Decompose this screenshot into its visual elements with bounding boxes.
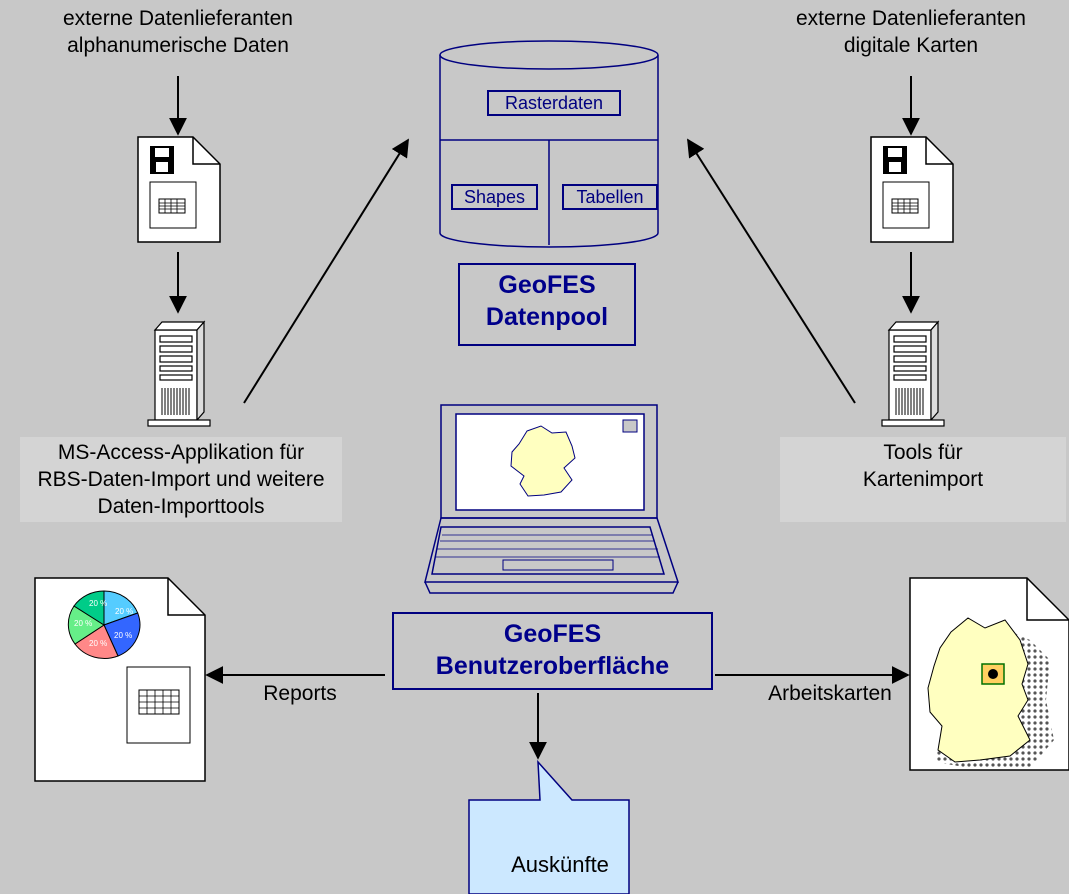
server-icon-right [881, 320, 945, 427]
info-label: Auskünfte [511, 852, 609, 877]
tabellen-label: Tabellen [562, 184, 658, 210]
tool-label-panel-left [20, 437, 342, 522]
arrow-left-tools-to-datapool [243, 138, 409, 404]
source-right-label: externe Datenlieferanten digitale Karten [735, 5, 1069, 59]
maps-label: Arbeitskarten [768, 682, 892, 705]
data-file-icon-right [870, 136, 954, 243]
pie-label-1: 20 % [89, 599, 108, 608]
map-document-icon [909, 577, 1069, 771]
pie-label-3: 20 % [74, 619, 93, 628]
pie-label-4: 20 % [114, 631, 133, 640]
pie-label-2: 20 % [115, 607, 134, 616]
tools-right-line2: Kartenimport [862, 468, 984, 491]
source-left-line1: externe Datenlieferanten [63, 7, 293, 30]
info-callout [468, 759, 630, 894]
tools-right-line1: Tools für [883, 441, 963, 464]
datapool-title-line1: GeoFES [498, 271, 596, 299]
ui-title: GeoFES Benutzeroberfläche [392, 612, 713, 690]
database-cylinder [439, 40, 659, 248]
data-file-icon-left [137, 136, 221, 243]
reports-label: Reports [263, 682, 337, 705]
laptop-icon [424, 404, 680, 594]
tools-left-line1: MS-Access-Applikation für [57, 441, 305, 464]
germany-map-large [927, 617, 1031, 763]
source-left-line2: alphanumerische Daten [67, 34, 289, 57]
ui-title-line1: GeoFES [503, 620, 602, 648]
tools-left-label: MS-Access-Applikation für RBS-Daten-Impo… [20, 439, 342, 520]
pie-label-5: 20 % [89, 639, 108, 648]
ui-title-line2: Benutzeroberfläche [435, 652, 670, 680]
tools-left-line2: RBS-Daten-Import und weitere [37, 468, 325, 491]
source-left-label: externe Datenlieferanten alphanumerische… [0, 5, 356, 59]
datapool-title-line2: Datenpool [485, 303, 609, 331]
tools-right-label: Tools für Kartenimport [780, 439, 1066, 493]
server-icon-left [147, 320, 211, 427]
arrow-right-tools-to-datapool [687, 138, 856, 404]
germany-map-small [510, 425, 576, 497]
source-right-line2: digitale Karten [843, 34, 979, 57]
tools-left-line3: Daten-Importtools [97, 495, 265, 518]
rasterdaten-label: Rasterdaten [487, 90, 621, 116]
source-right-line1: externe Datenlieferanten [796, 7, 1026, 30]
tool-label-panel-right [780, 437, 1066, 522]
pie-chart [67, 590, 141, 659]
datapool-title: GeoFES Datenpool [458, 263, 636, 346]
report-document-icon [34, 577, 206, 782]
shapes-label: Shapes [451, 184, 538, 210]
